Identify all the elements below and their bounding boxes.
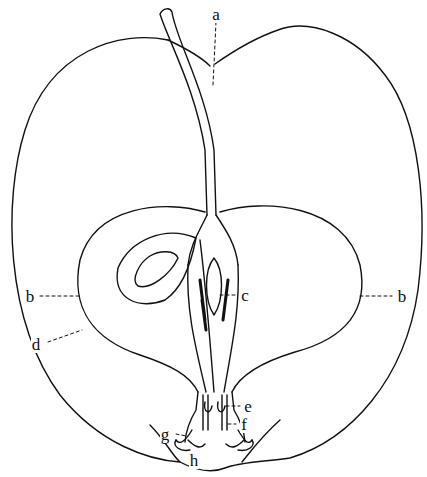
part-letter: b [25, 288, 36, 305]
leader-line [40, 296, 80, 297]
leader-line [213, 22, 216, 85]
seed [207, 258, 222, 315]
leader-line [48, 330, 82, 342]
leader-line [220, 295, 236, 296]
part-letter: a [211, 6, 221, 23]
leader-line [228, 424, 236, 425]
stamens [176, 402, 252, 447]
apple-outline [12, 26, 422, 471]
seed-shading [200, 280, 228, 330]
part-letter: f [240, 416, 248, 433]
leader-line [360, 296, 392, 297]
carpel-wall [188, 240, 239, 392]
part-letter: h [189, 452, 200, 469]
leader-line [226, 406, 240, 407]
stem [160, 9, 216, 215]
seed-chamber [117, 233, 196, 303]
eye-basin [150, 420, 280, 462]
core-outline [220, 206, 362, 392]
part-letter: c [240, 287, 250, 304]
part-letter: b [397, 288, 408, 305]
core-outline [78, 207, 205, 392]
seed [135, 252, 178, 287]
calyx [185, 392, 245, 442]
part-letter: g [160, 426, 171, 443]
leader-line [176, 434, 186, 436]
part-letter: d [31, 336, 42, 353]
leader-lines [40, 22, 392, 436]
part-letter: e [243, 398, 253, 415]
sepals [175, 440, 253, 450]
